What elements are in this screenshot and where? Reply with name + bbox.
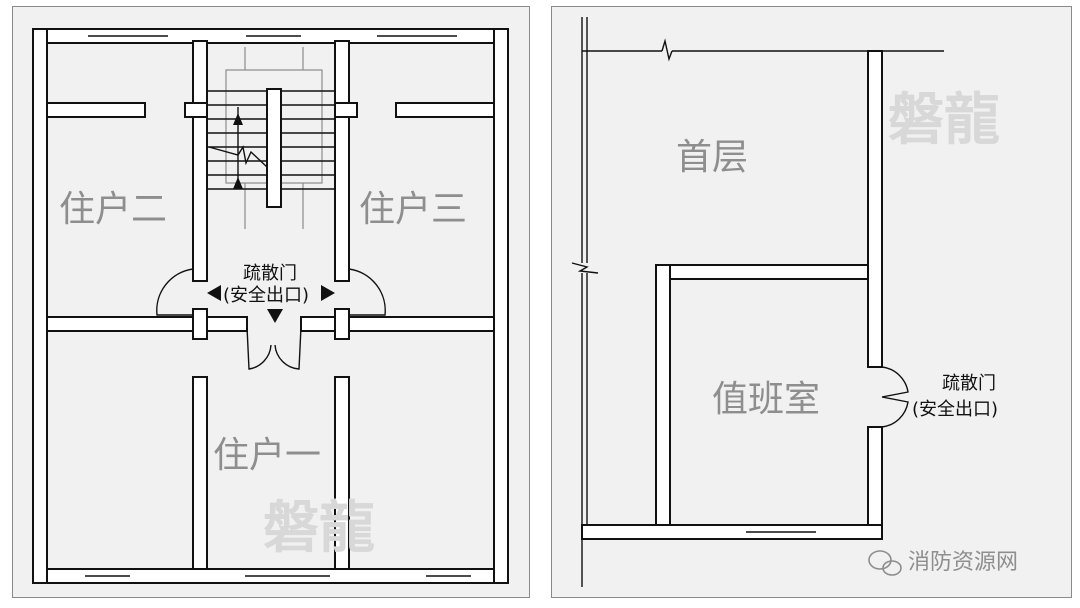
room-label-unit-1: 住户一 (213, 435, 321, 476)
left-wall-lines (571, 17, 599, 587)
watermark-logo: 磐龍 (263, 495, 375, 561)
duty-room-exit-door (881, 366, 909, 428)
source-badge-text: 消防资源网 (908, 550, 1018, 575)
watermark-logo: 磐龍 (888, 87, 1000, 153)
room-label-unit-3: 住户三 (359, 189, 467, 230)
room-label-ground-floor: 首层 (676, 137, 748, 178)
right-walls (867, 50, 883, 540)
corridor-walls (46, 308, 495, 340)
lower-unit-walls (192, 376, 350, 570)
exit-door-sublabel: (安全出口) (912, 399, 998, 420)
exit-arrow-right-icon (321, 285, 335, 301)
ground-floor-plan-drawing: 首层 值班室 疏散门 (安全出口) 磐龍 消防资源网 (571, 17, 1018, 587)
source-badge: 消防资源网 (868, 550, 1018, 576)
exit-door-label: 疏散门 (942, 373, 996, 394)
staircase (207, 47, 335, 229)
room-label-unit-2: 住户二 (59, 189, 167, 230)
stair-up-arrow-icon (233, 113, 243, 125)
top-boundary-line (582, 38, 944, 62)
room-label-duty-room: 值班室 (712, 379, 820, 420)
stair-up-arrow-icon (233, 177, 243, 189)
exit-door-sublabel: (安全出口) (223, 285, 309, 306)
floor-plan-residential: 住户二 住户三 住户一 疏散门 (安全出口) 磐龍 (12, 6, 530, 598)
exit-arrow-down-icon (267, 309, 283, 323)
residential-floor-plan-drawing: 住户二 住户三 住户一 疏散门 (安全出口) 磐龍 (32, 28, 509, 584)
exit-door-swings (156, 268, 386, 370)
exit-door-label: 疏散门 (243, 263, 297, 284)
floor-plan-ground-floor: 首层 值班室 疏散门 (安全出口) 磐龍 消防资源网 (551, 6, 1072, 598)
outer-walls (32, 28, 509, 584)
duty-room-walls (581, 264, 883, 540)
upper-unit-partitions (46, 102, 495, 118)
exit-arrow-left-icon (207, 285, 221, 301)
wechat-icon (868, 550, 902, 576)
